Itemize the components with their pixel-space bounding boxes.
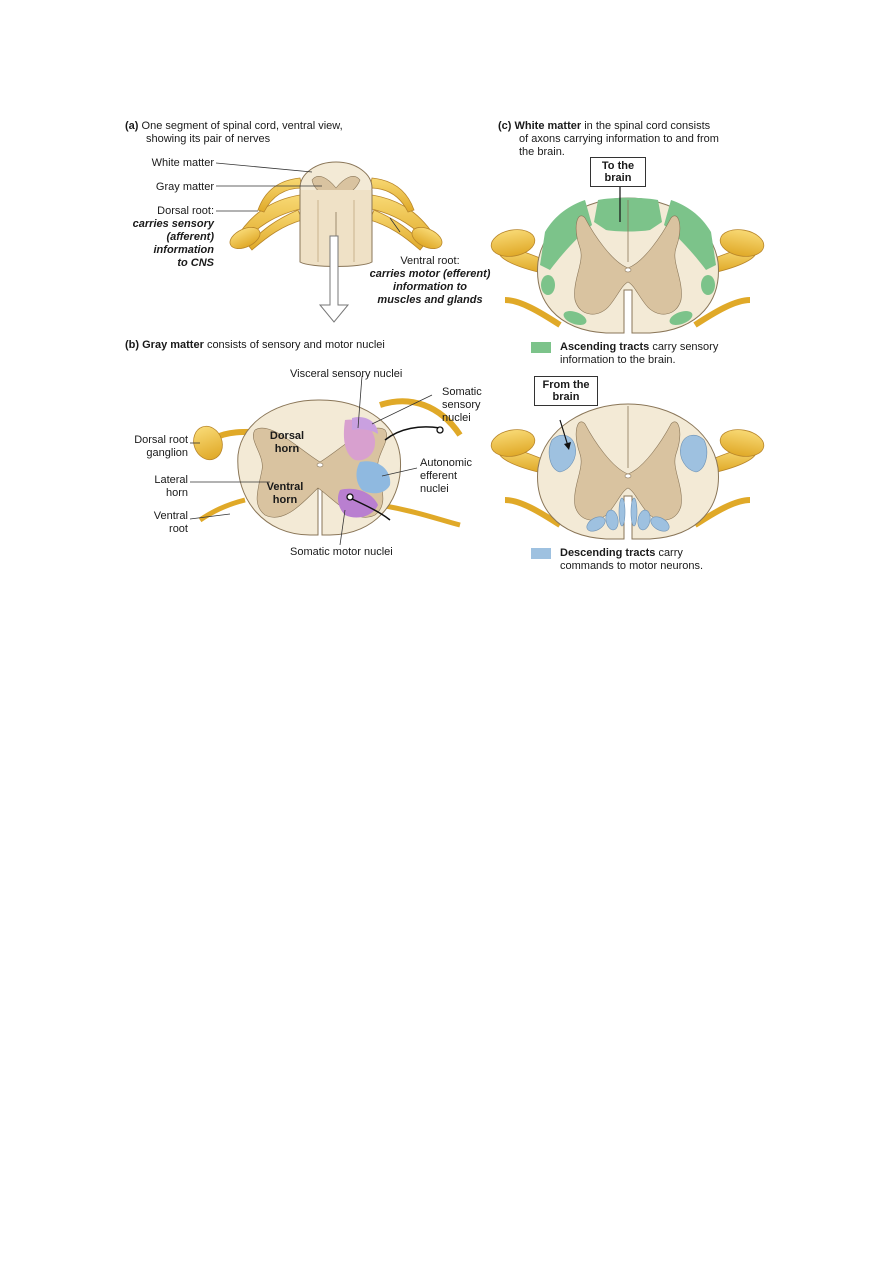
label-somatic-sensory-1: Somatic bbox=[442, 386, 482, 398]
label-autonomic-2: efferent bbox=[420, 470, 458, 482]
dorsal-root-desc-2: (afferent) bbox=[166, 231, 214, 243]
panel-c-caption: (c) White matter in the spinal cord cons… bbox=[498, 120, 710, 133]
descending-legend-rest: carry bbox=[658, 547, 683, 559]
autonomic-nuclei-region bbox=[356, 461, 391, 494]
panel-a-figure bbox=[215, 161, 443, 323]
dorsal-root-desc-1: carries sensory bbox=[132, 218, 214, 230]
label-ventral-root-b-1: Ventral bbox=[153, 510, 188, 522]
to-brain-line2: brain bbox=[604, 172, 632, 184]
descending-legend-line2: commands to motor neurons. bbox=[560, 560, 704, 572]
label-ventral-root: Ventral root: bbox=[400, 255, 460, 267]
panel-a-caption-line1: One segment of spinal cord, ventral view… bbox=[141, 120, 343, 132]
label-somatic-sensory-3: nuclei bbox=[442, 412, 471, 424]
panel-b-caption-rest: consists of sensory and motor nuclei bbox=[206, 339, 385, 351]
panel-a-right-nerves bbox=[366, 177, 443, 251]
dorsal-root-desc-4: to CNS bbox=[177, 257, 214, 269]
ascending-legend-bold: Ascending tracts bbox=[560, 341, 650, 353]
panel-b-caption: (b) Gray matter consists of sensory and … bbox=[125, 339, 385, 352]
panel-c-bottom-gray-matter bbox=[574, 421, 682, 521]
label-ventral-horn-1: Ventral bbox=[266, 481, 304, 493]
ventral-root-desc-3: muscles and glands bbox=[377, 294, 483, 306]
label-dorsal-horn-2: horn bbox=[274, 443, 300, 455]
descending-legend-swatch bbox=[531, 548, 551, 559]
label-dorsal-horn-1: Dorsal bbox=[269, 430, 305, 442]
descending-legend-text: Descending tracts carry bbox=[560, 547, 683, 560]
panel-c-top-figure bbox=[490, 180, 765, 334]
panel-b-figure bbox=[189, 375, 463, 546]
ventral-root-desc-1: carries motor (efferent) bbox=[369, 268, 491, 280]
from-the-brain-box: From the brain bbox=[534, 376, 598, 406]
descending-tract-right-lateral bbox=[680, 434, 708, 473]
label-somatic-motor-nuclei: Somatic motor nuclei bbox=[290, 546, 393, 558]
panel-a-letter: (a) bbox=[125, 120, 139, 132]
label-dorsal-root-ganglion-2: ganglion bbox=[146, 447, 188, 459]
panel-b-caption-bold: Gray matter bbox=[142, 339, 204, 351]
panel-a-down-arrow bbox=[318, 235, 350, 323]
label-autonomic-1: Autonomic bbox=[420, 457, 472, 469]
panel-c-caption-rest: in the spinal cord consists bbox=[584, 120, 711, 132]
panel-c-caption-bold: White matter bbox=[514, 120, 582, 132]
label-visceral-sensory-nuclei: Visceral sensory nuclei bbox=[290, 368, 403, 380]
panel-c-caption-line3: the brain. bbox=[519, 146, 565, 158]
panel-a-left-nerves bbox=[229, 177, 306, 251]
label-ventral-root-b-2: root bbox=[169, 523, 188, 535]
label-dorsal-root: Dorsal root: bbox=[157, 205, 214, 217]
from-brain-line2: brain bbox=[552, 391, 580, 403]
ascending-legend-rest: carry sensory bbox=[652, 341, 719, 353]
panel-a-caption-line2: showing its pair of nerves bbox=[146, 133, 271, 145]
descending-tracts-ventral bbox=[586, 497, 670, 532]
dorsal-root-desc-3: information bbox=[153, 244, 215, 256]
panel-c-caption-line2: of axons carrying information to and fro… bbox=[519, 133, 719, 145]
to-the-brain-box: To the brain bbox=[590, 157, 646, 187]
label-somatic-sensory-2: sensory bbox=[442, 399, 481, 411]
panel-c-top-gray-matter bbox=[574, 215, 682, 315]
label-ventral-horn-2: horn bbox=[272, 494, 298, 506]
panel-b-letter: (b) bbox=[125, 339, 140, 351]
to-brain-line1: To the bbox=[601, 160, 635, 172]
ventral-root-desc-2: information to bbox=[393, 281, 467, 293]
label-dorsal-root-ganglion-1: Dorsal root bbox=[134, 434, 188, 446]
panel-a-caption: (a) One segment of spinal cord, ventral … bbox=[125, 120, 343, 133]
ascending-legend-swatch bbox=[531, 342, 551, 353]
descending-legend-bold: Descending tracts bbox=[560, 547, 656, 559]
label-lateral-horn-2: horn bbox=[165, 487, 188, 499]
from-brain-arrow bbox=[559, 419, 569, 447]
label-lateral-horn-1: Lateral bbox=[154, 474, 188, 486]
ascending-legend-line2: information to the brain. bbox=[560, 354, 676, 366]
label-gray-matter: Gray matter bbox=[155, 181, 214, 193]
ascending-legend-text: Ascending tracts carry sensory bbox=[560, 341, 718, 354]
from-brain-line1: From the bbox=[542, 379, 590, 391]
label-autonomic-3: nuclei bbox=[420, 483, 449, 495]
panel-c-bottom-figure bbox=[490, 403, 765, 540]
panel-c-letter: (c) bbox=[498, 120, 512, 132]
label-white-matter: White matter bbox=[151, 157, 214, 169]
